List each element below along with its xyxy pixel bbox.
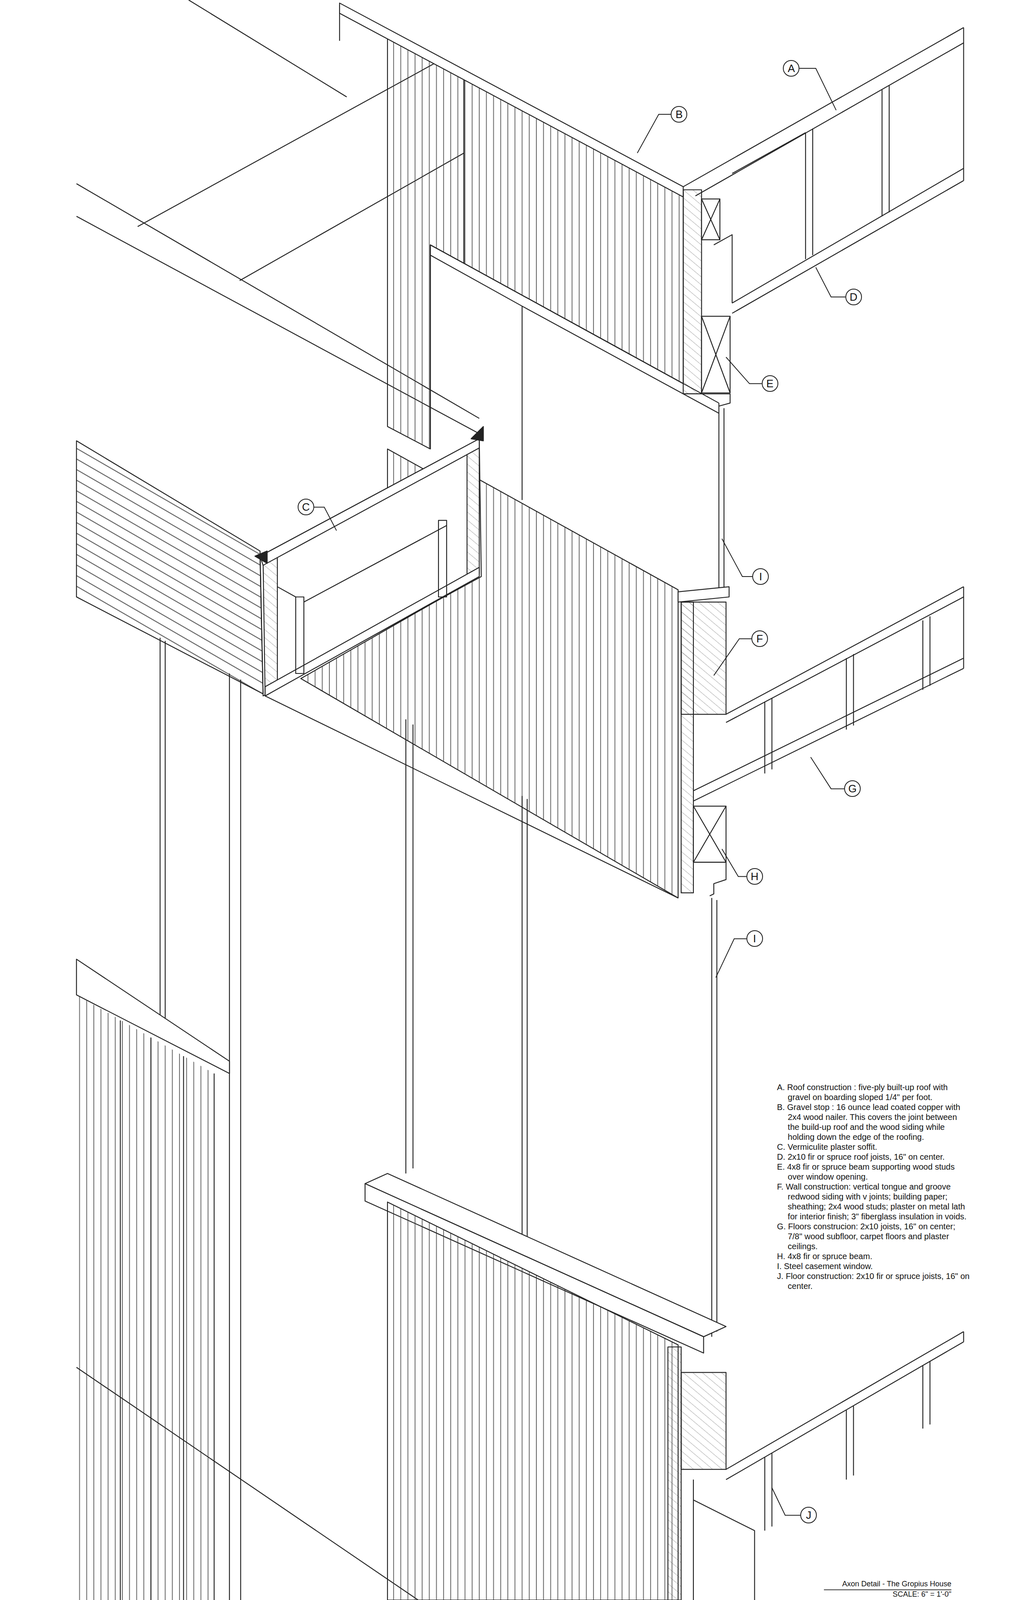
callout-circle: J bbox=[800, 1506, 817, 1523]
scale-note: SCALE: 6" = 1'-0" bbox=[892, 1589, 952, 1599]
drawing-title: Axon Detail - The Gropius House bbox=[842, 1578, 952, 1589]
leader-lines bbox=[314, 68, 846, 1515]
callout-letter: A bbox=[787, 62, 795, 74]
title-underline bbox=[823, 1588, 952, 1590]
notes-block: A. Roof construction : five-ply built-up… bbox=[777, 1081, 971, 1291]
note-text: D. 2x10 fir or spruce roof joists, 16" o… bbox=[777, 1151, 971, 1162]
callout-circle: E bbox=[761, 375, 779, 392]
callout-letter: I bbox=[753, 932, 756, 944]
callout-letter: D bbox=[849, 291, 858, 303]
callout-circle: B bbox=[670, 105, 688, 123]
callout-circle: H bbox=[746, 867, 764, 885]
note-text: H. 4x8 fir or spruce beam. bbox=[777, 1250, 971, 1261]
callout-letter: G bbox=[848, 782, 857, 794]
note-text: I. Steel casement window. bbox=[777, 1260, 971, 1271]
note-text: E. 4x8 fir or spruce beam supporting woo… bbox=[777, 1161, 971, 1182]
callout-circle: I bbox=[752, 568, 769, 585]
callout-circle: F bbox=[751, 630, 768, 647]
note-text: A. Roof construction : five-ply built-up… bbox=[777, 1081, 971, 1102]
callout-letter: H bbox=[750, 870, 759, 882]
callout-letter: J bbox=[806, 1509, 812, 1520]
callout-letter: E bbox=[766, 377, 774, 389]
callout-letter: I bbox=[759, 570, 763, 582]
note-text: C. Vermiculite plaster soffit. bbox=[777, 1141, 971, 1152]
callout-circle: I bbox=[746, 929, 764, 947]
callout-circle: A bbox=[782, 60, 800, 77]
drawing-lines bbox=[76, 0, 964, 1600]
note-text: G. Floors construcion: 2x10 joists, 16" … bbox=[777, 1220, 971, 1251]
note-text: F. Wall construction: vertical tongue an… bbox=[777, 1181, 971, 1221]
callout-circle: G bbox=[844, 779, 861, 797]
callout-letter: F bbox=[756, 633, 764, 644]
note-text: J. Floor construction: 2x10 fir or spruc… bbox=[777, 1270, 971, 1291]
note-text: B. Gravel stop : 16 ounce lead coated co… bbox=[777, 1101, 971, 1142]
callout-circle: D bbox=[845, 288, 862, 306]
callout-letter: C bbox=[302, 501, 311, 513]
callout-circle: C bbox=[297, 498, 315, 516]
callout-letter: B bbox=[675, 108, 683, 120]
